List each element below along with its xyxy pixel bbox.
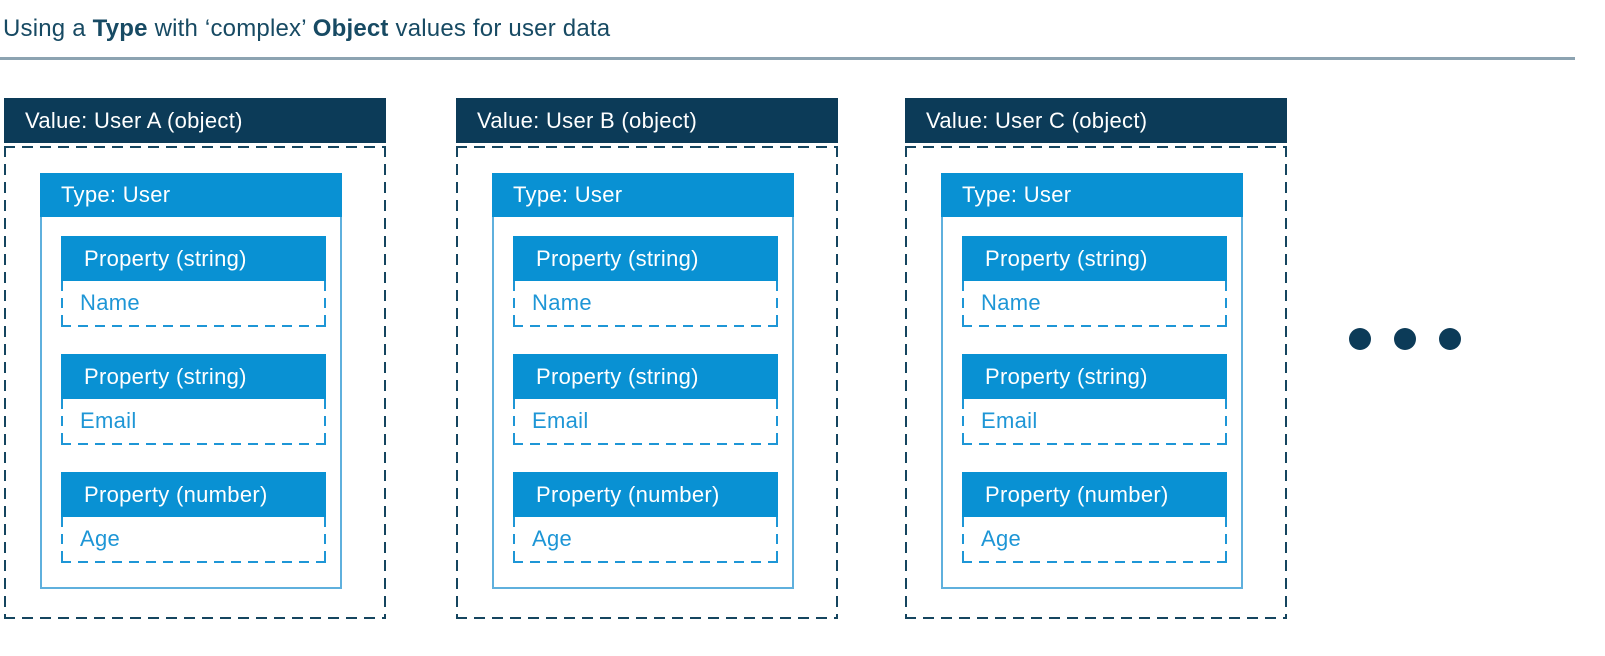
property-value: Age xyxy=(61,517,326,563)
property-value: Email xyxy=(61,399,326,445)
property-header: Property (string) xyxy=(962,236,1227,281)
type-header: Type: User xyxy=(492,173,794,217)
dot-icon xyxy=(1439,328,1461,350)
property-header: Property (string) xyxy=(61,236,326,281)
dot-icon xyxy=(1394,328,1416,350)
property-group-age: Property (number) Age xyxy=(513,472,778,563)
property-value: Name xyxy=(61,281,326,327)
value-card-user-a: Value: User A (object) Type: User Proper… xyxy=(4,98,386,619)
property-header: Property (string) xyxy=(513,236,778,281)
property-group-email: Property (string) Email xyxy=(61,354,326,445)
object-dashed-container: Type: User Property (string) Name Proper… xyxy=(905,146,1287,619)
property-value: Email xyxy=(513,399,778,445)
object-dashed-container: Type: User Property (string) Name Proper… xyxy=(456,146,838,619)
dot-icon xyxy=(1349,328,1371,350)
property-header: Property (number) xyxy=(513,472,778,517)
title-underline xyxy=(0,57,1575,60)
property-header: Property (number) xyxy=(962,472,1227,517)
value-card-user-b: Value: User B (object) Type: User Proper… xyxy=(456,98,838,619)
title-part1: Using a xyxy=(3,15,93,42)
property-header: Property (string) xyxy=(962,354,1227,399)
type-box: Type: User Property (string) Name Proper… xyxy=(941,173,1243,589)
property-group-email: Property (string) Email xyxy=(962,354,1227,445)
property-header: Property (string) xyxy=(61,354,326,399)
property-value: Age xyxy=(962,517,1227,563)
title-part2: with ‘complex’ xyxy=(147,15,313,42)
more-dots-icon xyxy=(1349,328,1461,350)
diagram-title: Using a Type with ‘complex’ Object value… xyxy=(3,15,610,43)
value-card-header: Value: User A (object) xyxy=(4,98,386,143)
property-value: Name xyxy=(513,281,778,327)
property-group-email: Property (string) Email xyxy=(513,354,778,445)
property-group-name: Property (string) Name xyxy=(513,236,778,327)
title-bold-object: Object xyxy=(312,15,389,42)
type-box: Type: User Property (string) Name Proper… xyxy=(492,173,794,589)
title-bold-type: Type xyxy=(92,15,148,42)
property-group-name: Property (string) Name xyxy=(962,236,1227,327)
object-dashed-container: Type: User Property (string) Name Proper… xyxy=(4,146,386,619)
type-header: Type: User xyxy=(941,173,1243,217)
value-card-header: Value: User B (object) xyxy=(456,98,838,143)
type-header: Type: User xyxy=(40,173,342,217)
property-value: Email xyxy=(962,399,1227,445)
property-group-age: Property (number) Age xyxy=(962,472,1227,563)
title-part3: values for user data xyxy=(388,15,611,42)
property-value: Age xyxy=(513,517,778,563)
property-group-age: Property (number) Age xyxy=(61,472,326,563)
value-card-user-c: Value: User C (object) Type: User Proper… xyxy=(905,98,1287,619)
type-box: Type: User Property (string) Name Proper… xyxy=(40,173,342,589)
property-value: Name xyxy=(962,281,1227,327)
property-group-name: Property (string) Name xyxy=(61,236,326,327)
property-header: Property (number) xyxy=(61,472,326,517)
value-card-header: Value: User C (object) xyxy=(905,98,1287,143)
property-header: Property (string) xyxy=(513,354,778,399)
